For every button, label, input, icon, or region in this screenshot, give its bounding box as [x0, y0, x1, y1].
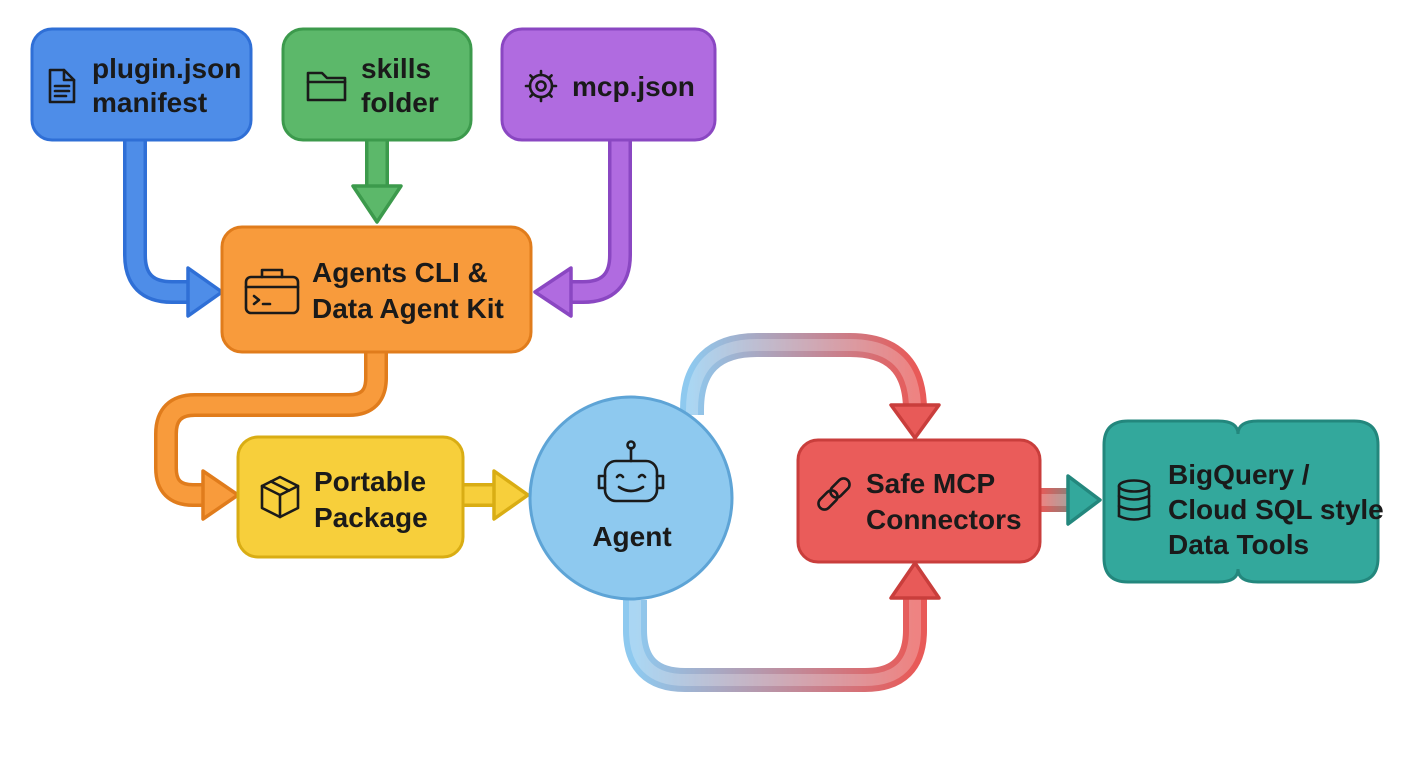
database-icon — [1117, 479, 1151, 521]
node-data-tools: BigQuery / Cloud SQL style Data Tools — [1102, 419, 1384, 584]
node-connectors-line1: Safe MCP — [866, 468, 995, 499]
link-icon — [817, 477, 851, 511]
arrow-cli-to-package — [154, 352, 388, 521]
node-cli-line1: Agents CLI & — [312, 257, 488, 288]
node-plugin-line1: plugin.json — [92, 53, 241, 84]
node-cli-line2: Data Agent Kit — [312, 293, 504, 324]
node-tools-line3: Data Tools — [1168, 529, 1309, 560]
node-agents-cli: Agents CLI & Data Agent Kit — [220, 225, 533, 354]
arrow-mcp-to-cli — [533, 140, 632, 318]
package-icon — [260, 475, 300, 519]
node-agent-label: Agent — [592, 521, 671, 552]
gear-icon — [524, 69, 558, 103]
arrow-connectors-to-tools — [1040, 474, 1102, 526]
folder-icon — [306, 71, 347, 102]
toolbox-icon — [244, 268, 300, 315]
node-package-line2: Package — [314, 502, 428, 533]
arrow-skills-to-cli — [351, 140, 403, 224]
node-skills-folder: skills folder — [281, 27, 473, 142]
node-package-line1: Portable — [314, 466, 426, 497]
node-mcp-json: mcp.json — [500, 27, 717, 142]
node-tools-line2: Cloud SQL style — [1168, 494, 1384, 525]
document-icon — [48, 68, 76, 104]
node-portable-package: Portable Package — [236, 435, 465, 559]
arrow-agent-to-connectors-bottom — [623, 561, 941, 692]
node-plugin-manifest: plugin.json manifest — [30, 27, 253, 142]
node-connectors-line2: Connectors — [866, 504, 1022, 535]
node-plugin-line2: manifest — [92, 87, 207, 118]
node-tools-line1: BigQuery / — [1168, 459, 1310, 490]
node-skills-line1: skills — [361, 53, 431, 84]
node-skills-line2: folder — [361, 87, 439, 118]
node-mcp-line1: mcp.json — [572, 71, 695, 102]
arrow-plugin-to-cli — [123, 140, 224, 318]
arrow-agent-to-connectors-top — [680, 333, 941, 440]
robot-icon — [597, 440, 665, 503]
arrow-package-to-agent — [463, 469, 530, 521]
node-agent: Agent — [528, 395, 734, 601]
node-safe-mcp-connectors: Safe MCP Connectors — [796, 438, 1042, 564]
